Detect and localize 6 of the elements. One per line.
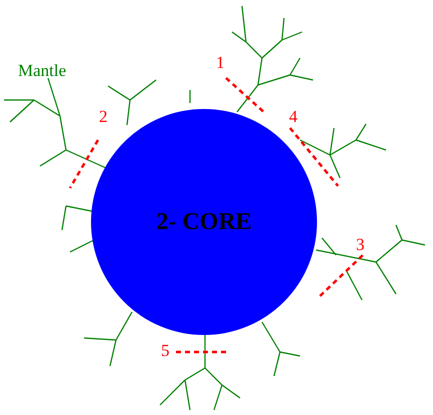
callout-number: 3 xyxy=(356,236,364,253)
callout-number: 4 xyxy=(289,108,298,125)
callout-number: 1 xyxy=(216,54,224,71)
callout-number: 5 xyxy=(161,342,170,359)
region-label: Mantle xyxy=(18,62,66,79)
callout-number: 2 xyxy=(99,108,108,125)
